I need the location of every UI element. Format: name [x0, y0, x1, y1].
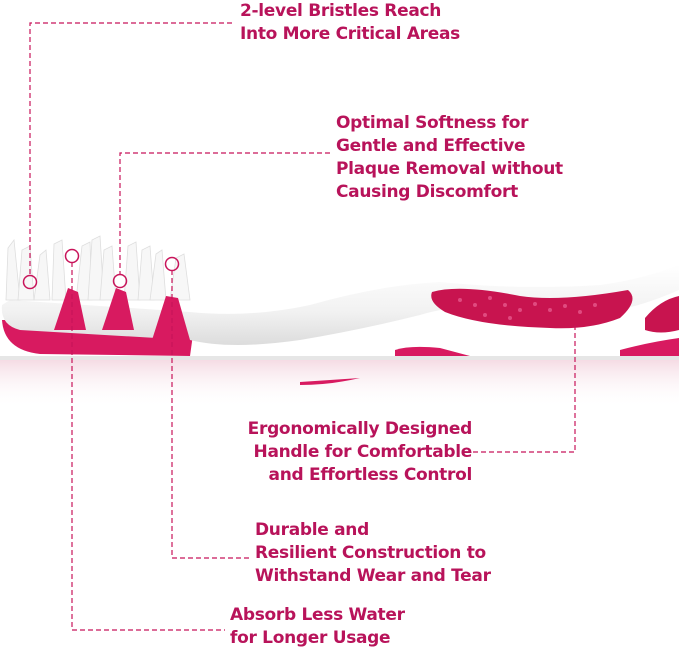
leader-durable — [171, 270, 250, 559]
callout-line: 2-level Bristles Reach — [240, 1, 442, 21]
callout-line: Gentle and Effective — [336, 136, 526, 156]
callout-line: Ergonomically Designed — [247, 419, 473, 439]
callout-softness: Optimal Softness for Gentle and Effectiv… — [336, 112, 563, 204]
leader-bristles — [29, 22, 232, 276]
leader-water — [71, 262, 225, 631]
callout-line: Withstand Wear and Tear — [255, 566, 491, 586]
handle-end-accent — [645, 296, 679, 333]
pink-tufts — [54, 288, 190, 340]
callout-durable: Durable and Resilient Construction to Wi… — [255, 519, 491, 588]
callout-handle: Ergonomically Designed Handle for Comfor… — [232, 418, 473, 487]
callout-line: Handle for Comfortable — [253, 442, 473, 462]
leader-lines — [29, 22, 576, 631]
callout-line: Into More Critical Areas — [240, 24, 460, 44]
callout-line: Resilient Construction to — [255, 543, 486, 563]
handle-bottom-accent — [395, 346, 470, 356]
callout-line: Durable and — [255, 520, 369, 540]
callout-line: Causing Discomfort — [336, 182, 518, 202]
callout-line: Plaque Removal without — [336, 159, 563, 179]
reflection — [0, 356, 679, 408]
callout-line: Optimal Softness for — [336, 113, 529, 133]
grip-dots — [458, 296, 597, 320]
marker-circles — [22, 248, 180, 290]
leader-handle — [470, 325, 576, 453]
thumb-grip — [431, 288, 633, 329]
bristles — [5, 235, 191, 301]
callout-line: Absorb Less Water — [230, 605, 405, 625]
leader-softness — [119, 152, 330, 275]
callout-bristles: 2-level Bristles Reach Into More Critica… — [240, 0, 460, 46]
callout-line: and Effortless Control — [268, 465, 473, 485]
callout-line: for Longer Usage — [230, 628, 391, 648]
callout-water: Absorb Less Water for Longer Usage — [230, 604, 405, 650]
